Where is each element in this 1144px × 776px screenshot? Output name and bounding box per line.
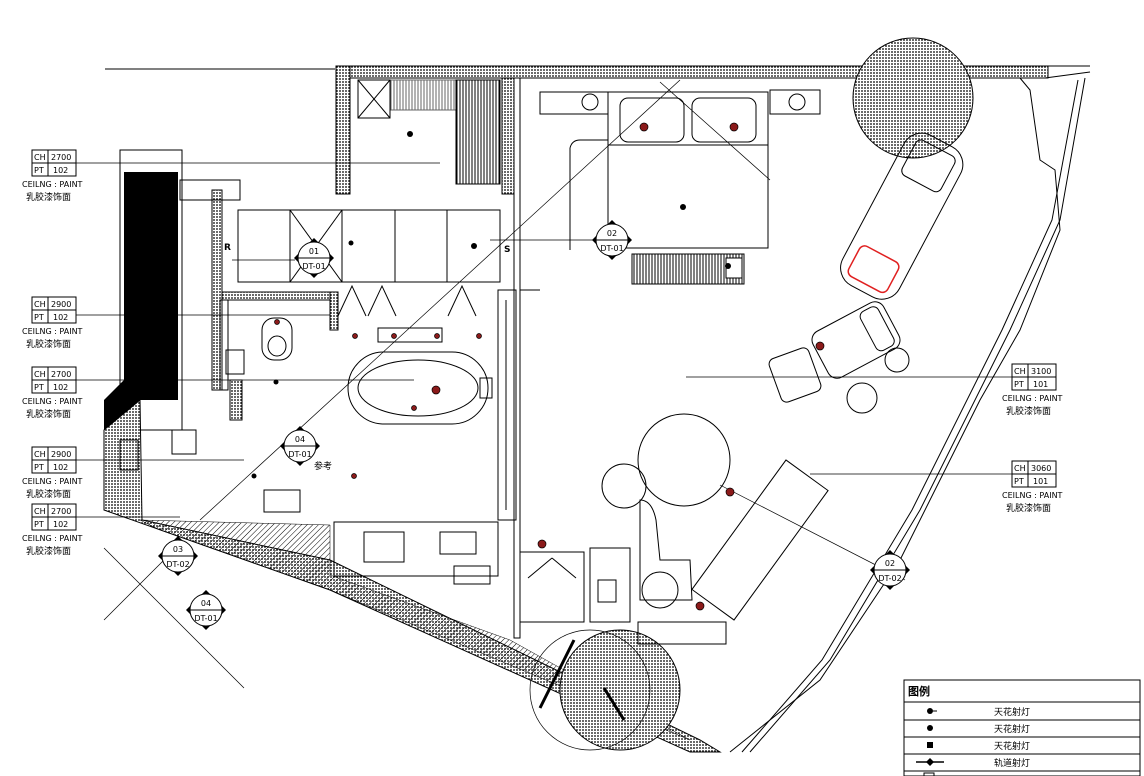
paint-code: 102 (53, 313, 68, 322)
r-mark: R (224, 243, 231, 253)
ch-label: CH (34, 507, 46, 516)
ceiling-leader-arrows (76, 162, 1012, 518)
plant-top-right (852, 37, 974, 159)
material-label-cn: 乳胶漆饰面 (26, 338, 71, 350)
material-label: CEILNG : PAINT (22, 327, 83, 336)
inner-wall-left (211, 189, 223, 391)
paint-code: 101 (1033, 477, 1048, 486)
toilet (261, 317, 293, 361)
ch-label: CH (1014, 464, 1026, 473)
left-column (119, 149, 183, 431)
section-number: 03 (173, 545, 183, 554)
legend-title: 图例 (908, 684, 930, 698)
legend-label: 轨道射灯 (994, 757, 1030, 769)
ch-label: CH (34, 450, 46, 459)
section-number: 02 (607, 229, 617, 238)
ch-label: CH (34, 370, 46, 379)
ceiling-height: 2700 (51, 370, 71, 379)
section-number: 04 (295, 435, 305, 444)
section-markers: 01 DT-01 02 DT-01 04 DT-01 03 DT-02 (158, 220, 910, 630)
material-label: CEILNG : PAINT (22, 534, 83, 543)
material-label-cn: 乳胶漆饰面 (26, 191, 71, 203)
material-label-cn: 乳胶漆饰面 (26, 488, 71, 500)
ceiling-height: 2900 (51, 450, 71, 459)
section-number: 02 (885, 559, 895, 568)
material-label: CEILNG : PAINT (1002, 491, 1063, 500)
material-label-cn: 乳胶漆饰面 (26, 545, 71, 557)
pt-label: PT (34, 166, 44, 175)
section-code: DT-01 (288, 450, 311, 459)
ceiling-tags-right: CH 3100 PT 101 CEILNG : PAINT 乳胶漆饰面 CH 3… (1002, 363, 1063, 514)
section-code: DT-01 (194, 614, 217, 623)
square-light-icon (927, 742, 933, 748)
paint-code: 102 (53, 383, 68, 392)
paint-code: 102 (53, 166, 68, 175)
section-code: DT-01 (600, 244, 623, 253)
s-mark: S (504, 245, 510, 255)
left-black-fill (104, 172, 178, 430)
chaise-lounge (840, 132, 964, 300)
section-code: DT-01 (302, 262, 325, 271)
bathroom-wall-top (221, 291, 333, 301)
window-wall (729, 77, 1061, 753)
pt-label: PT (34, 463, 44, 472)
legend-row: 天花射灯 (927, 740, 1030, 752)
closet-wall-left (335, 65, 351, 195)
bedroom-outline (513, 77, 521, 639)
round-table (637, 413, 731, 507)
paint-code: 102 (53, 520, 68, 529)
legend: 图例 天花射灯 天花射灯 天花射灯 轨道射灯 (903, 679, 1141, 776)
ceiling-tags-left: CH 2700 PT 102 CEILNG : PAINT 乳胶漆饰面 CH 2… (22, 149, 83, 557)
ceiling-height: 3100 (1031, 367, 1051, 376)
downlight-icon (927, 708, 933, 714)
bed (607, 91, 769, 249)
legend-label: 天花射灯 (994, 723, 1030, 735)
light-fixtures (274, 122, 825, 611)
paint-code: 102 (53, 463, 68, 472)
ceiling-height: 2900 (51, 300, 71, 309)
material-label-cn: 乳胶漆饰面 (26, 408, 71, 420)
reference-note: 参考 (314, 460, 332, 472)
bathtub (347, 351, 489, 425)
section-code: DT-02 (166, 560, 189, 569)
closet-wall-right (501, 77, 515, 195)
paint-code: 101 (1033, 380, 1048, 389)
plant-bottom (559, 629, 681, 751)
pt-label: PT (34, 383, 44, 392)
legend-row: 轨道射灯 (916, 757, 1030, 769)
armchair (811, 301, 901, 379)
legend-label: 天花射灯 (994, 706, 1030, 718)
spotlight-icon (927, 725, 933, 731)
material-label: CEILNG : PAINT (22, 477, 83, 486)
material-label-cn: 乳胶漆饰面 (1006, 405, 1051, 417)
pt-label: PT (34, 313, 44, 322)
material-label: CEILNG : PAINT (1002, 394, 1063, 403)
ceiling-height: 2700 (51, 507, 71, 516)
wardrobe (237, 209, 501, 283)
material-label-cn: 乳胶漆饰面 (1006, 502, 1051, 514)
section-number: 04 (201, 599, 211, 608)
track-light-icon (926, 758, 934, 766)
ceiling-height: 3060 (1031, 464, 1051, 473)
legend-row: 天花射灯 (927, 706, 1030, 718)
ch-label: CH (34, 153, 46, 162)
legend-row: 天花射灯 (927, 723, 1030, 735)
ch-label: CH (34, 300, 46, 309)
section-number: 01 (309, 247, 319, 256)
pt-label: PT (1014, 477, 1024, 486)
legend-label: 天花射灯 (994, 740, 1030, 752)
material-label: CEILNG : PAINT (22, 180, 83, 189)
ceiling-height: 2700 (51, 153, 71, 162)
material-label: CEILNG : PAINT (22, 397, 83, 406)
section-code: DT-02 (878, 574, 901, 583)
pt-label: PT (1014, 380, 1024, 389)
vanity (333, 521, 499, 577)
pt-label: PT (34, 520, 44, 529)
ch-label: CH (1014, 367, 1026, 376)
